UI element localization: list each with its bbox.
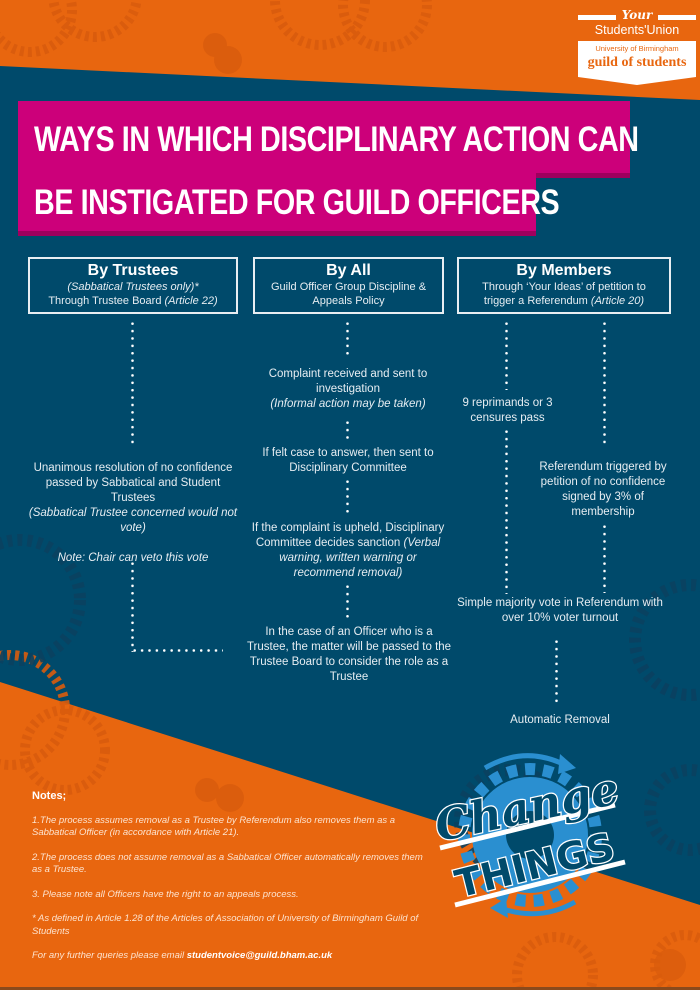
connector-dots (603, 320, 606, 448)
note-item: * As defined in Article 1.28 of the Arti… (32, 913, 419, 937)
notes-title: Notes; (32, 790, 67, 802)
connector-dots (131, 560, 134, 652)
header-by-members: By Members Through ‘Your Ideas’ of petit… (457, 257, 671, 314)
step-disciplinary-committee: If felt case to answer, then sent to Dis… (262, 447, 434, 474)
note-item: 3. Please note all Officers have the rig… (32, 888, 299, 900)
logo-bar-left (578, 15, 616, 20)
logo-university: University of Birmingham (595, 44, 679, 53)
header-subtitle: Through Trustee Board (Article 22) (48, 295, 218, 307)
title-banner-top (18, 101, 630, 173)
header-title: By Trustees (87, 262, 179, 279)
connector-dots (555, 638, 558, 706)
step-automatic-removal: Automatic Removal (510, 714, 610, 726)
connector-dots (346, 583, 349, 621)
header-subtitle: Guild Officer Group Discipline & Appeals… (270, 281, 427, 307)
header-subtitle-italic: (Sabbatical Trustees only)* (67, 281, 199, 293)
connector-dots (346, 419, 349, 441)
header-subtitle: Through ‘Your Ideas’ of petition to trig… (482, 281, 646, 307)
step-complaint-upheld: If the complaint is upheld, Disciplinary… (251, 522, 445, 579)
connector-dots (505, 320, 508, 390)
header-title: By All (326, 262, 371, 279)
note-item: 2.The process does not assume removal as… (32, 851, 423, 876)
step-complaint-received: Complaint received and sent to investiga… (268, 368, 428, 410)
change-things-badge: Change THINGS (430, 753, 626, 918)
logo-students-union: Students'Union (594, 23, 680, 37)
title-banner-bottom (18, 165, 536, 231)
step-reprimands: 9 reprimands or 3 censures pass (462, 397, 553, 424)
connector-dots (603, 523, 606, 593)
step-referendum-triggered: Referendum triggered by petition of no c… (539, 461, 667, 518)
connector-dots (346, 478, 349, 516)
connector-dots (131, 320, 134, 448)
title-line-1: WAYS IN WHICH DISCIPLINARY ACTION CAN (34, 120, 639, 159)
logo-your: Your (621, 8, 653, 22)
step-simple-majority: Simple majority vote in Referendum with … (457, 597, 663, 624)
title-line-2: BE INSTIGATED FOR GUILD OFFICERS (34, 183, 560, 222)
step-unanimous-resolution: Unanimous resolution of no confidence pa… (28, 462, 238, 564)
header-by-all: By All Guild Officer Group Discipline & … (253, 257, 444, 314)
step-officer-trustee: In the case of an Officer who is a Trust… (246, 626, 452, 683)
connector-dots-horizontal (131, 649, 223, 652)
logo-guild-of-students: guild of students (587, 55, 687, 70)
notes-section: Notes; 1.The process assumes removal as … (32, 790, 432, 975)
header-by-trustees: By Trustees (Sabbatical Trustees only)* … (28, 257, 238, 314)
note-item: 1.The process assumes removal as a Trust… (32, 814, 396, 839)
logo-bar-right (658, 15, 696, 20)
contact-email-link[interactable]: studentvoice@guild.bham.ac.uk (186, 950, 333, 961)
page-title: WAYS IN WHICH DISCIPLINARY ACTION CAN BE… (34, 108, 639, 234)
header-title: By Members (516, 262, 612, 279)
students-union-logo[interactable]: Your Students'Union University of Birmin… (578, 6, 696, 88)
connector-dots (346, 320, 349, 358)
arrow-clockwise-icon (483, 753, 567, 771)
contact-line: For any further queries please email stu… (32, 950, 333, 961)
logo-card (578, 41, 696, 85)
connector-dots (505, 428, 508, 594)
arrow-counterclockwise-icon (499, 899, 577, 917)
